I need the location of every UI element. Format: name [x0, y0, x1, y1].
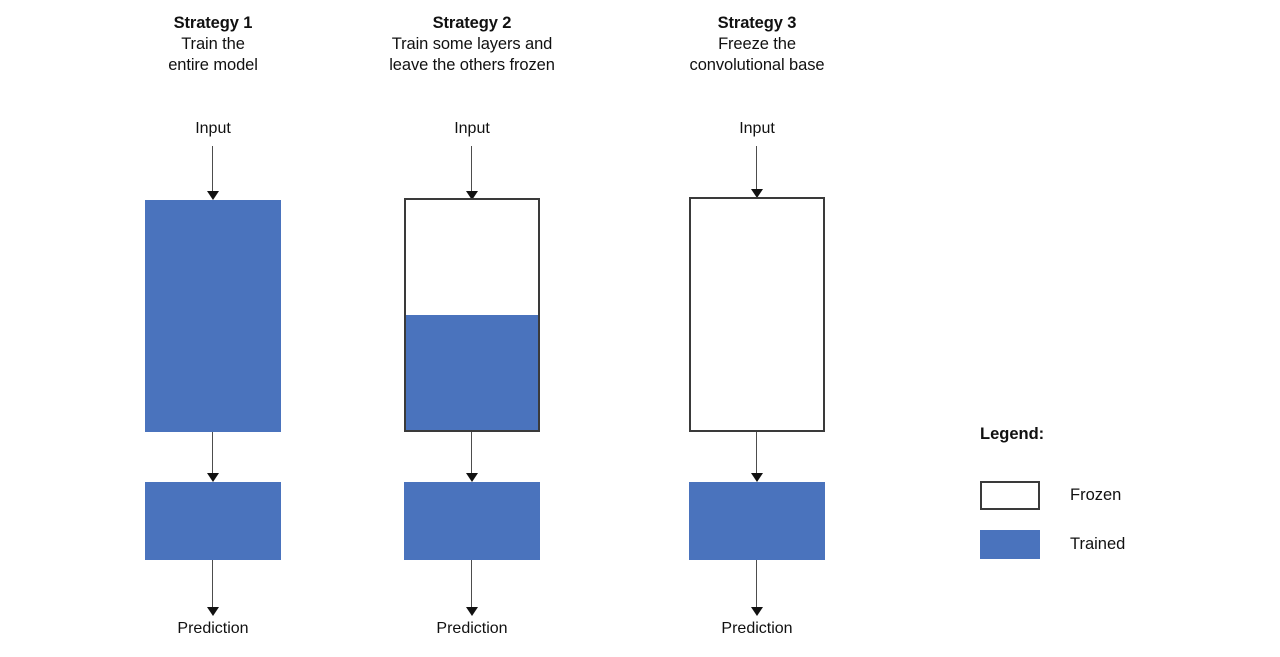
legend-row-frozen: Frozen [980, 481, 1220, 511]
legend: Legend: Frozen Trained [980, 424, 1220, 564]
strategy-2-prediction-label: Prediction [436, 620, 508, 637]
legend-swatch-frozen-icon [980, 481, 1040, 510]
strategy-2-output-arrow [465, 560, 479, 616]
strategy-3-subtitle: Freeze the convolutional base [689, 35, 825, 74]
legend-label-frozen: Frozen [1070, 486, 1122, 504]
strategy-3-output-arrow [750, 560, 764, 616]
strategy-1-mid-arrow [206, 432, 220, 482]
strategy-3-input-arrow [750, 146, 764, 198]
strategy-2-base-block [404, 198, 540, 432]
strategy-2-input-arrow [465, 146, 479, 200]
strategy-1-subtitle: Train the entire model [168, 35, 258, 74]
strategy-2-head-block [404, 482, 540, 560]
strategy-2-input-label: Input [454, 120, 490, 137]
strategy-column-1: Strategy 1 Train the entire model Input … [63, 0, 363, 657]
strategy-1-base-block [145, 200, 281, 432]
strategy-1-input-arrow [206, 146, 220, 200]
strategy-3-input-label: Input [739, 120, 775, 137]
strategy-3-title: Strategy 3 [717, 14, 797, 32]
strategy-2-subtitle: Train some layers and leave the others f… [389, 35, 555, 74]
strategy-3-mid-arrow [750, 432, 764, 482]
strategy-2-trained-portion [406, 315, 538, 430]
strategy-1-title: Strategy 1 [173, 14, 253, 32]
strategy-1-prediction-label: Prediction [177, 620, 249, 637]
strategy-1-input-label: Input [195, 120, 231, 137]
strategy-3-base-block [689, 197, 825, 432]
strategy-1-output-arrow [206, 560, 220, 616]
strategy-column-3: Strategy 3 Freeze the convolutional base… [607, 0, 907, 657]
strategy-2-title: Strategy 2 [432, 14, 512, 32]
legend-row-trained: Trained [980, 530, 1220, 560]
legend-swatch-trained-icon [980, 530, 1040, 559]
strategy-3-prediction-label: Prediction [721, 620, 793, 637]
strategy-3-head-block [689, 482, 825, 560]
strategy-2-mid-arrow [465, 432, 479, 482]
strategy-column-2: Strategy 2 Train some layers and leave t… [322, 0, 622, 657]
strategy-1-head-block [145, 482, 281, 560]
legend-label-trained: Trained [1070, 535, 1126, 553]
legend-title: Legend: [980, 425, 1045, 443]
